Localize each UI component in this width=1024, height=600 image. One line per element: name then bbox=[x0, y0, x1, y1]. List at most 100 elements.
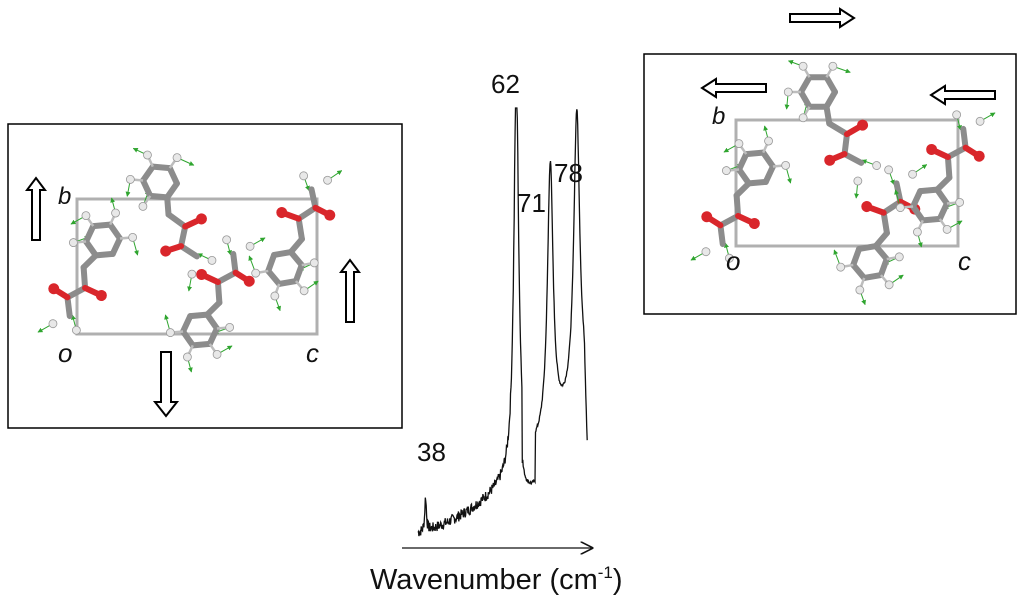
right-axis-b-label: b bbox=[712, 103, 725, 130]
hydrogen-atom bbox=[309, 258, 319, 268]
oxygen-atom bbox=[196, 268, 208, 280]
hydrogen-atom bbox=[71, 325, 81, 335]
bond bbox=[64, 284, 89, 301]
left-molecule-top bbox=[125, 147, 217, 292]
x-axis-label: Wavenumber (cm-1) bbox=[370, 563, 623, 596]
hydrogen-atom bbox=[975, 116, 985, 126]
bond bbox=[717, 222, 726, 248]
hydrogen-atom bbox=[111, 208, 120, 218]
bond bbox=[230, 250, 239, 276]
x-axis-label-close: ) bbox=[613, 564, 623, 596]
bond bbox=[295, 204, 319, 222]
oxygen-atom bbox=[48, 283, 60, 295]
hydrogen-atom bbox=[884, 165, 894, 175]
x-axis-label-superscript: -1 bbox=[598, 563, 613, 582]
bond bbox=[295, 215, 305, 243]
hydrogen-atom bbox=[894, 252, 904, 262]
left-motion-arrow-down bbox=[152, 351, 180, 418]
oxygen-atom bbox=[926, 143, 938, 155]
hydrogen-atom bbox=[323, 175, 332, 185]
bond bbox=[826, 120, 850, 138]
hydrogen-atom bbox=[884, 280, 894, 290]
hydrogen-atom bbox=[270, 291, 280, 301]
hydrogen-atom bbox=[165, 328, 175, 337]
right-axis-c-label: c bbox=[958, 246, 971, 276]
hydrogen-atom bbox=[855, 285, 865, 295]
hydrogen-atom bbox=[128, 233, 138, 242]
hydrogen-atom bbox=[207, 255, 217, 265]
hydrogen-atom bbox=[942, 224, 952, 234]
peak-label-78: 78 bbox=[554, 158, 583, 188]
spectrum-trace bbox=[417, 107, 588, 537]
left-molecule-layer bbox=[37, 147, 343, 373]
oxygen-atom bbox=[748, 218, 760, 230]
oxygen-atom bbox=[95, 290, 107, 302]
bond bbox=[960, 125, 969, 151]
hydrogen-atom bbox=[299, 171, 309, 181]
x-axis-label-main: Wavenumber (cm bbox=[370, 564, 598, 596]
hydrogen-atom bbox=[81, 211, 91, 221]
oxygen-atom bbox=[195, 213, 207, 225]
hydrogen-atom bbox=[68, 238, 78, 247]
right-molecule-left bbox=[690, 125, 792, 263]
hydrogen-atom bbox=[798, 61, 808, 71]
hydrogen-atom bbox=[781, 161, 791, 170]
bond bbox=[165, 211, 189, 230]
right-unit-cell bbox=[734, 118, 960, 248]
hydrogen-atom bbox=[828, 61, 838, 71]
bond bbox=[80, 264, 89, 291]
hydrogen-atom bbox=[721, 166, 731, 175]
hydrogen-atom bbox=[225, 323, 235, 332]
left-motion-arrow-up-1 bbox=[25, 176, 47, 241]
left-molecule-bottom bbox=[164, 235, 266, 373]
right-motion-arrow-left-2 bbox=[929, 84, 996, 106]
left-motion-arrow-up-2 bbox=[339, 258, 361, 323]
hydrogen-atom bbox=[125, 175, 135, 184]
oxygen-atom bbox=[160, 245, 172, 257]
oxygen-atom bbox=[243, 275, 255, 287]
right-motion-arrow-left-1 bbox=[700, 77, 767, 99]
oxygen-atom bbox=[324, 209, 336, 221]
oxygen-atom bbox=[276, 207, 288, 219]
right-molecule-right bbox=[894, 110, 996, 248]
bond bbox=[178, 223, 189, 250]
hydrogen-atom bbox=[783, 87, 793, 97]
peak-label-38: 38 bbox=[417, 437, 446, 467]
thz-spectrum: Wavenumber (cm-1) 38 62 71 78 bbox=[370, 69, 623, 596]
bond bbox=[944, 154, 953, 181]
hydrogen-atom bbox=[913, 227, 922, 237]
left-unit-cell bbox=[75, 197, 319, 336]
bond bbox=[880, 209, 890, 237]
oxygen-atom bbox=[861, 201, 873, 213]
hydrogen-atom bbox=[48, 319, 58, 329]
bond bbox=[841, 151, 865, 166]
oxygen-atom bbox=[824, 154, 836, 166]
hydrogen-atom bbox=[872, 161, 882, 170]
bond bbox=[64, 294, 73, 320]
right-crystal-panel: b o c bbox=[643, 7, 1017, 315]
left-molecule-right bbox=[248, 170, 343, 312]
hydrogen-atom bbox=[183, 352, 192, 362]
hydrogen-atom bbox=[187, 269, 197, 279]
bond bbox=[214, 269, 239, 286]
right-molecule-layer bbox=[690, 60, 996, 306]
hydrogen-atom bbox=[908, 169, 917, 179]
right-motion-arrow-right bbox=[789, 7, 856, 29]
hydrogen-atom bbox=[299, 286, 309, 296]
right-molecule-top bbox=[783, 60, 882, 199]
left-axis-b-label: b bbox=[58, 183, 71, 210]
hydrogen-atom bbox=[836, 262, 846, 272]
left-axis-c-label: c bbox=[306, 338, 319, 368]
hydrogen-atom bbox=[955, 198, 965, 207]
hydrogen-atom bbox=[172, 153, 182, 163]
hydrogen-atom bbox=[143, 150, 152, 160]
bond bbox=[944, 144, 969, 161]
hydrogen-atom bbox=[701, 247, 711, 257]
oxygen-atom bbox=[701, 211, 713, 223]
peak-label-62: 62 bbox=[491, 69, 520, 99]
left-crystal-panel: b o c bbox=[7, 123, 403, 429]
bond bbox=[178, 243, 200, 260]
peak-label-71: 71 bbox=[517, 188, 546, 218]
hydrogen-atom bbox=[251, 268, 261, 278]
